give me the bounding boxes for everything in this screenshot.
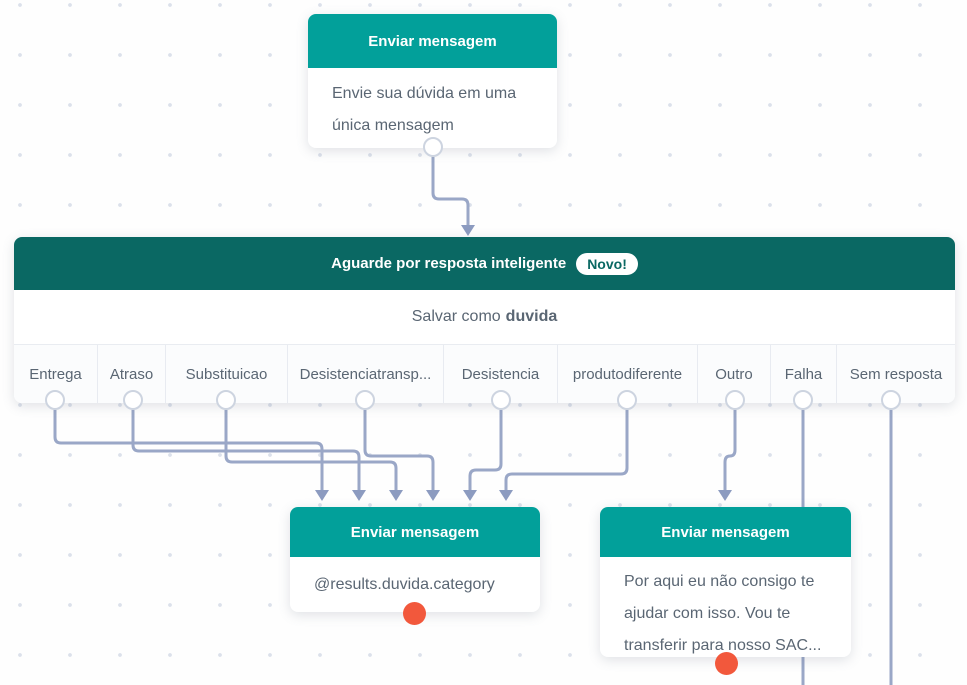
branch-row: Entrega Atraso Substituicao Desistenciat… [14,345,955,403]
branch-falha[interactable]: Falha [770,345,836,403]
save-as-label: Salvar como [411,308,501,325]
wire-atraso [131,410,366,501]
port-category-output-active[interactable] [403,602,426,625]
wire-desistenciatransp [363,410,440,501]
port-outro[interactable] [725,390,745,410]
branch-produtodiferente[interactable]: produtodiferente [557,345,697,403]
node-title: Enviar mensagem [350,523,480,541]
node-title: Aguarde por resposta inteligente [331,255,567,272]
port-transfer-output-active[interactable] [715,652,738,675]
branch-substituicao[interactable]: Substituicao [165,345,287,403]
branch-entrega[interactable]: Entrega [29,365,82,383]
branch-atraso[interactable]: Atraso [97,345,165,403]
wire-top-to-smart [431,157,475,236]
node-smart-reply[interactable]: Aguarde por resposta inteligente Novo! S… [14,237,955,403]
port-atraso[interactable] [123,390,143,410]
wire-produtodiferente [499,410,629,501]
port-top-message-output[interactable] [423,137,443,157]
node-send-transfer[interactable]: Enviar mensagem Por aqui eu não consigo … [600,507,851,657]
port-sem-resposta[interactable] [881,390,901,410]
port-falha[interactable] [793,390,813,410]
port-substituicao[interactable] [216,390,236,410]
port-entrega[interactable] [45,390,65,410]
node-title: Enviar mensagem [368,32,497,50]
node-send-category[interactable]: Enviar mensagem @results.duvida.category [290,507,540,612]
wire-desistencia [463,410,503,501]
wire-substituicao [224,410,403,501]
new-badge: Novo! [576,252,638,275]
port-produtodiferente[interactable] [617,390,637,410]
node-title: Enviar mensagem [661,523,790,541]
wire-entrega [53,410,329,501]
node-send-message-top[interactable]: Enviar mensagem Envie sua dúvida em uma … [308,14,557,148]
node-header: Aguarde por resposta inteligente Novo! [14,237,955,290]
node-header: Enviar mensagem [290,507,540,557]
node-message-text: Por aqui eu não consigo te ajudar com is… [624,573,822,654]
node-header: Enviar mensagem [600,507,851,557]
port-desistencia[interactable] [491,390,511,410]
wire-outro [718,410,737,501]
save-variable: duvida [505,308,558,325]
port-desistenciatransp[interactable] [355,390,375,410]
node-message-text: @results.duvida.category [314,576,495,593]
branch-sem-resposta[interactable]: Sem resposta [836,345,955,403]
branch-desistencia[interactable]: Desistencia [443,345,557,403]
node-header: Enviar mensagem [308,14,557,68]
branch-outro[interactable]: Outro [697,345,770,403]
node-message-text: Envie sua dúvida em uma única mensagem [332,85,517,134]
branch-desistenciatransp[interactable]: Desistenciatransp... [287,345,443,403]
save-as-row: Salvar como duvida [14,290,955,345]
